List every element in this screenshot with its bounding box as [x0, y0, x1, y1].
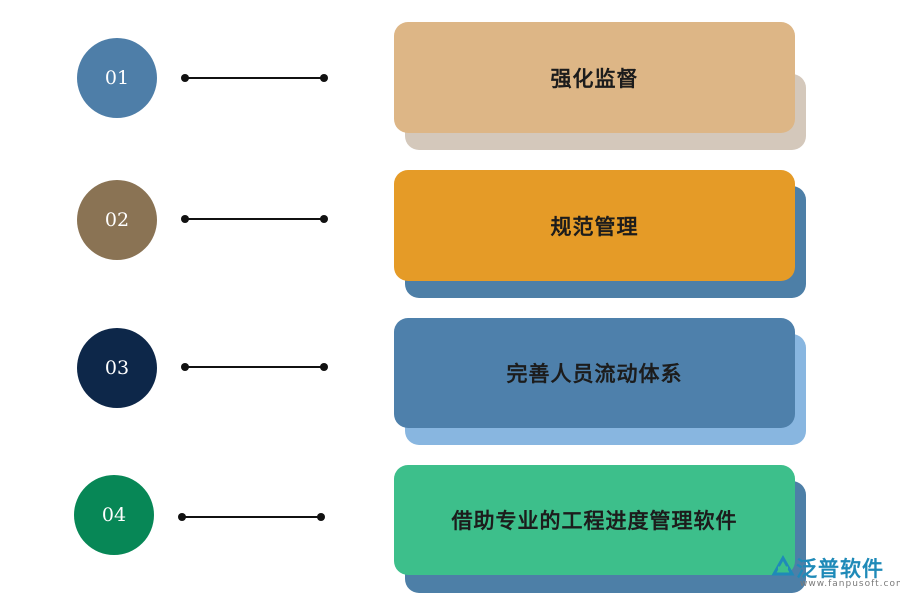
step-04-circle: 04 — [74, 475, 154, 555]
step-02-circle: 02 — [77, 180, 157, 260]
step-label: 强化监督 — [550, 66, 639, 91]
step-number: 02 — [104, 209, 130, 231]
connector-end-dot — [320, 363, 328, 371]
watermark-brand: 泛普软件 — [796, 557, 884, 581]
connector-line — [185, 218, 324, 220]
step-02-card: 规范管理 — [394, 170, 795, 281]
connector-end-dot — [320, 74, 328, 82]
watermark-url: www.fanpusoft.com — [800, 579, 900, 589]
step-01-card: 强化监督 — [394, 22, 795, 133]
step-number: 01 — [104, 67, 130, 89]
watermark: 泛普软件 www.fanpusoft.com — [770, 552, 900, 592]
fanpu-logo-icon — [771, 554, 795, 576]
step-label: 借助专业的工程进度管理软件 — [451, 509, 738, 533]
connector-end-dot — [320, 215, 328, 223]
step-03-circle: 03 — [77, 328, 157, 408]
step-number: 03 — [104, 357, 130, 379]
connector-line — [182, 516, 321, 518]
step-number: 04 — [101, 504, 127, 526]
connector-line — [185, 366, 324, 368]
step-01-circle: 01 — [77, 38, 157, 118]
step-label: 规范管理 — [550, 214, 639, 239]
connector-end-dot — [317, 513, 325, 521]
step-label: 完善人员流动体系 — [506, 362, 683, 386]
step-04-card: 借助专业的工程进度管理软件 — [394, 465, 795, 575]
step-03-card: 完善人员流动体系 — [394, 318, 795, 428]
connector-line — [185, 77, 324, 79]
